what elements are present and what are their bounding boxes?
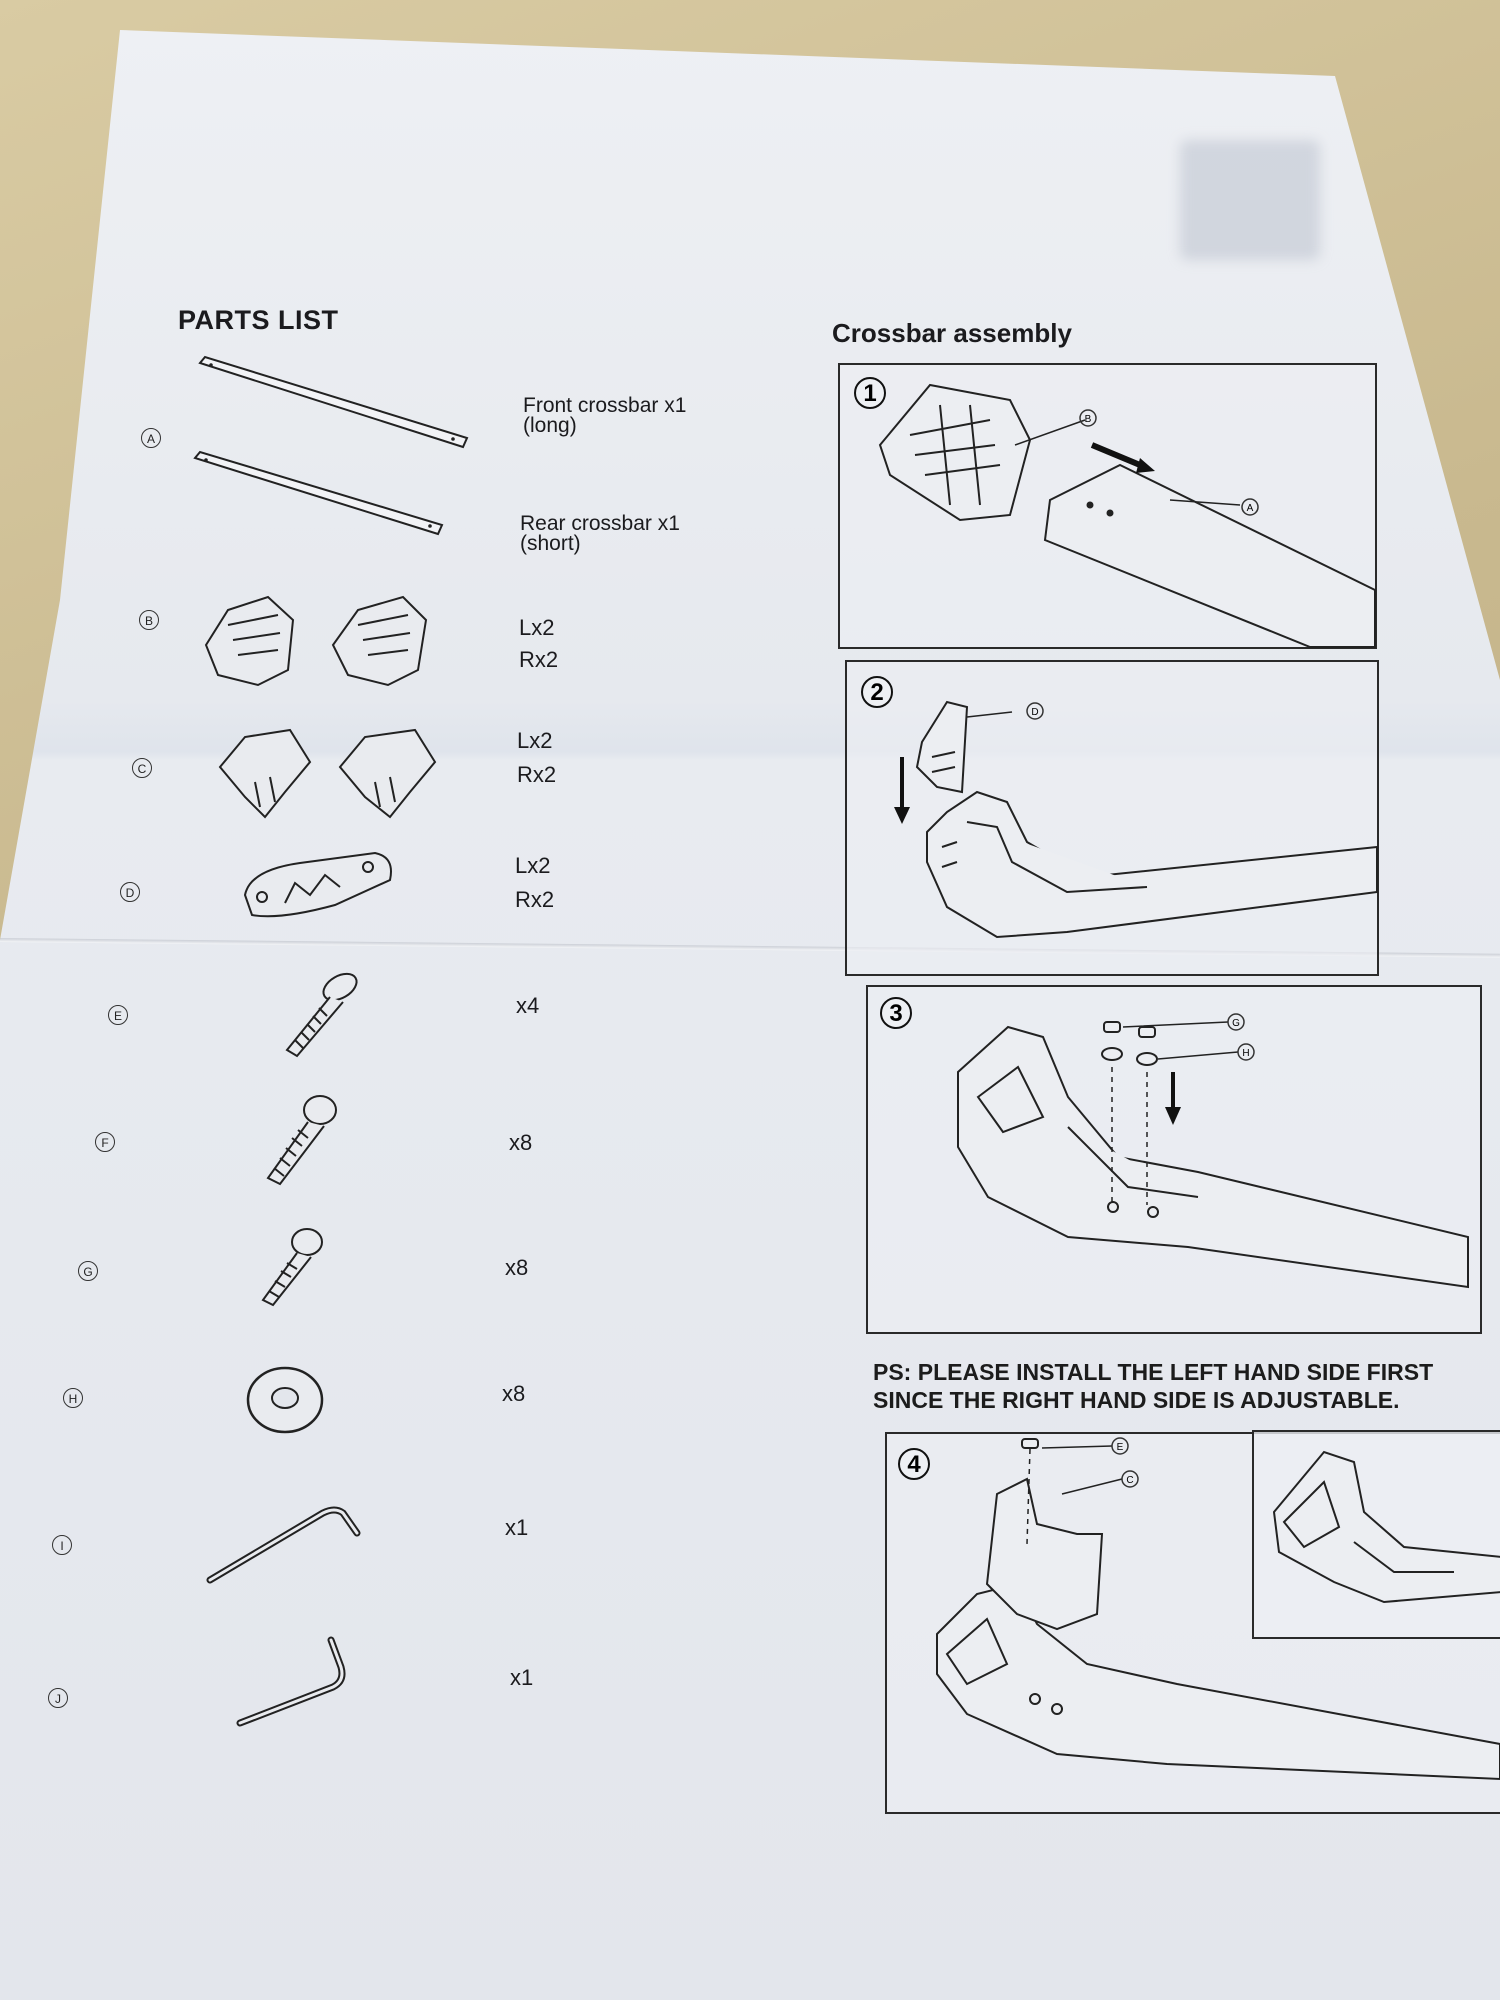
crossbar-long-drawing <box>198 355 469 449</box>
step-4-detail-inset <box>1252 1430 1500 1639</box>
step-4-number: 4 <box>898 1448 930 1480</box>
step-1-panel: 1 B A <box>838 363 1377 649</box>
step-2-panel: 2 D <box>845 660 1379 976</box>
foot-pad-drawing <box>204 595 428 687</box>
part-qty-g: x8 <box>505 1255 529 1280</box>
step-3-illustration: G H <box>957 1013 1469 1289</box>
part-qty-i: x1 <box>505 1515 529 1540</box>
allen-key-small-drawing <box>236 1636 346 1727</box>
clamp-bracket-drawing <box>218 728 437 819</box>
part-qty-e: x4 <box>516 993 540 1018</box>
assembly-title: Crossbar assembly <box>832 318 1072 348</box>
step-3-panel: 3 G H <box>866 985 1482 1334</box>
end-cap-drawing <box>243 851 392 918</box>
part-marker-f: F <box>95 1132 115 1152</box>
step-3-callout-g: G <box>1232 1018 1240 1029</box>
part-marker-i: I <box>52 1535 72 1555</box>
step-2-illustration: D <box>894 700 1378 939</box>
allen-key-large-drawing <box>206 1506 361 1584</box>
ps-note: PS: PLEASE INSTALL THE LEFT HAND SIDE FI… <box>873 1359 1434 1413</box>
part-marker-a: A <box>141 428 161 448</box>
part-marker-d: D <box>120 882 140 902</box>
step-1-callout-a: A <box>1247 503 1254 514</box>
step-4-detail-drawing <box>1272 1450 1500 1604</box>
step-2-number: 2 <box>861 676 893 708</box>
part-marker-j: J <box>48 1688 68 1708</box>
part-marker-c: C <box>132 758 152 778</box>
part-marker-g: G <box>78 1261 98 1281</box>
step-3-number: 3 <box>880 997 912 1029</box>
step-4-callout-e: E <box>1117 1442 1124 1453</box>
part-marker-h: H <box>63 1388 83 1408</box>
step-4-panel: 4 E C <box>885 1430 1500 1814</box>
step-2-callout-d: D <box>1031 707 1038 718</box>
step-4-illustration: E C <box>936 1437 1500 1781</box>
part-marker-b: B <box>139 610 159 630</box>
step-4-callout-c: C <box>1126 1475 1133 1486</box>
part-qty-f: x8 <box>509 1130 533 1155</box>
part-marker-e: E <box>108 1005 128 1025</box>
washer-drawing <box>246 1366 324 1434</box>
screw-f-drawing <box>266 1095 337 1186</box>
part-label-front-crossbar: Front crossbar x1(long) <box>523 394 687 437</box>
step-1-illustration: B A <box>878 383 1376 648</box>
print-smudge <box>1180 140 1320 260</box>
screw-e-drawing <box>285 972 358 1058</box>
step-1-callout-b: B <box>1085 414 1092 425</box>
screw-g-drawing <box>261 1228 323 1307</box>
parts-list-title: PARTS LIST <box>178 305 339 335</box>
part-qty-h: x8 <box>502 1381 526 1406</box>
step-1-number: 1 <box>854 377 886 409</box>
part-label-rear-crossbar: Rear crossbar x1(short) <box>520 512 680 555</box>
crossbar-short-drawing <box>193 450 444 536</box>
step-3-callout-h: H <box>1242 1048 1249 1059</box>
part-qty-j: x1 <box>510 1665 534 1690</box>
